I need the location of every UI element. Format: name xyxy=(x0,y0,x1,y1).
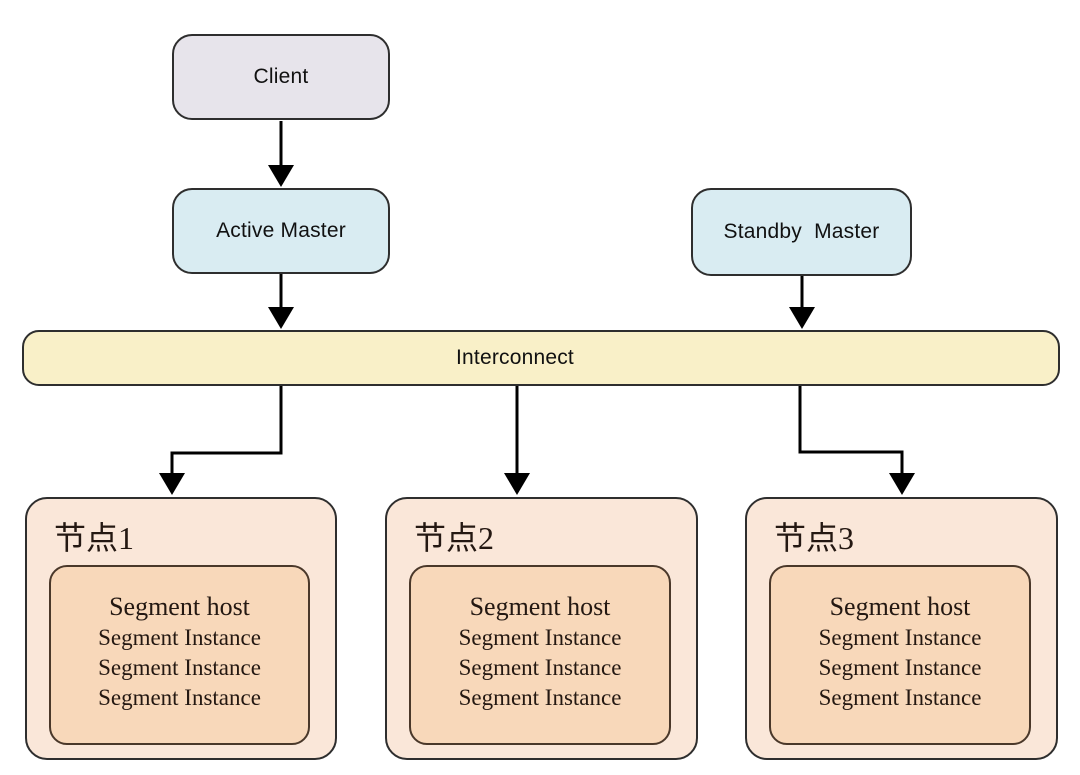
arrowhead-icon xyxy=(889,473,915,495)
node-1-title: 节点1 xyxy=(54,520,135,556)
segment-instance-label: Segment Instance xyxy=(458,655,622,680)
arrowhead-icon xyxy=(504,473,530,495)
node-1-box: 节点1 Segment host Segment Instance Segmen… xyxy=(25,497,337,760)
segment-instance-label: Segment Instance xyxy=(818,685,982,710)
interconnect-label: Interconnect xyxy=(456,346,574,369)
segment-instance-label: Segment Instance xyxy=(458,625,622,650)
arrow-interconnect-to-node-1 xyxy=(170,386,283,475)
active-master-label: Active Master xyxy=(216,219,346,242)
segment-instance-label: Segment Instance xyxy=(98,655,261,680)
node-2-box: 节点2 Segment host Segment Instance Segmen… xyxy=(385,497,698,760)
client-label: Client xyxy=(253,65,309,88)
node-2-title: 节点2 xyxy=(414,520,495,556)
segment-instance-label: Segment Instance xyxy=(818,625,982,650)
node-1-segment-box: Segment host Segment Instance Segment In… xyxy=(49,565,310,745)
standby-master-label: Standby Master xyxy=(723,220,880,243)
node-3-title: 节点3 xyxy=(774,520,855,556)
segment-host-label: Segment host xyxy=(829,592,971,621)
arrowhead-icon xyxy=(789,307,815,329)
node-2-segment-box: Segment host Segment Instance Segment In… xyxy=(409,565,671,745)
segment-instance-label: Segment Instance xyxy=(818,655,982,680)
segment-host-label: Segment host xyxy=(469,592,611,621)
client-box: Client xyxy=(172,34,390,120)
segment-instance-label: Segment Instance xyxy=(98,685,261,710)
node-3-box: 节点3 Segment host Segment Instance Segmen… xyxy=(745,497,1058,760)
segment-host-label: Segment host xyxy=(109,592,250,621)
standby-master-box: Standby Master xyxy=(691,188,912,276)
arrowhead-icon xyxy=(268,307,294,329)
segment-instance-label: Segment Instance xyxy=(98,625,261,650)
arrow-interconnect-to-node-3 xyxy=(798,386,904,475)
arrowhead-icon xyxy=(159,473,185,495)
active-master-box: Active Master xyxy=(172,188,390,274)
node-3-segment-box: Segment host Segment Instance Segment In… xyxy=(769,565,1031,745)
arrowhead-icon xyxy=(268,165,294,187)
interconnect-bar: Interconnect xyxy=(22,330,1060,386)
segment-instance-label: Segment Instance xyxy=(458,685,622,710)
